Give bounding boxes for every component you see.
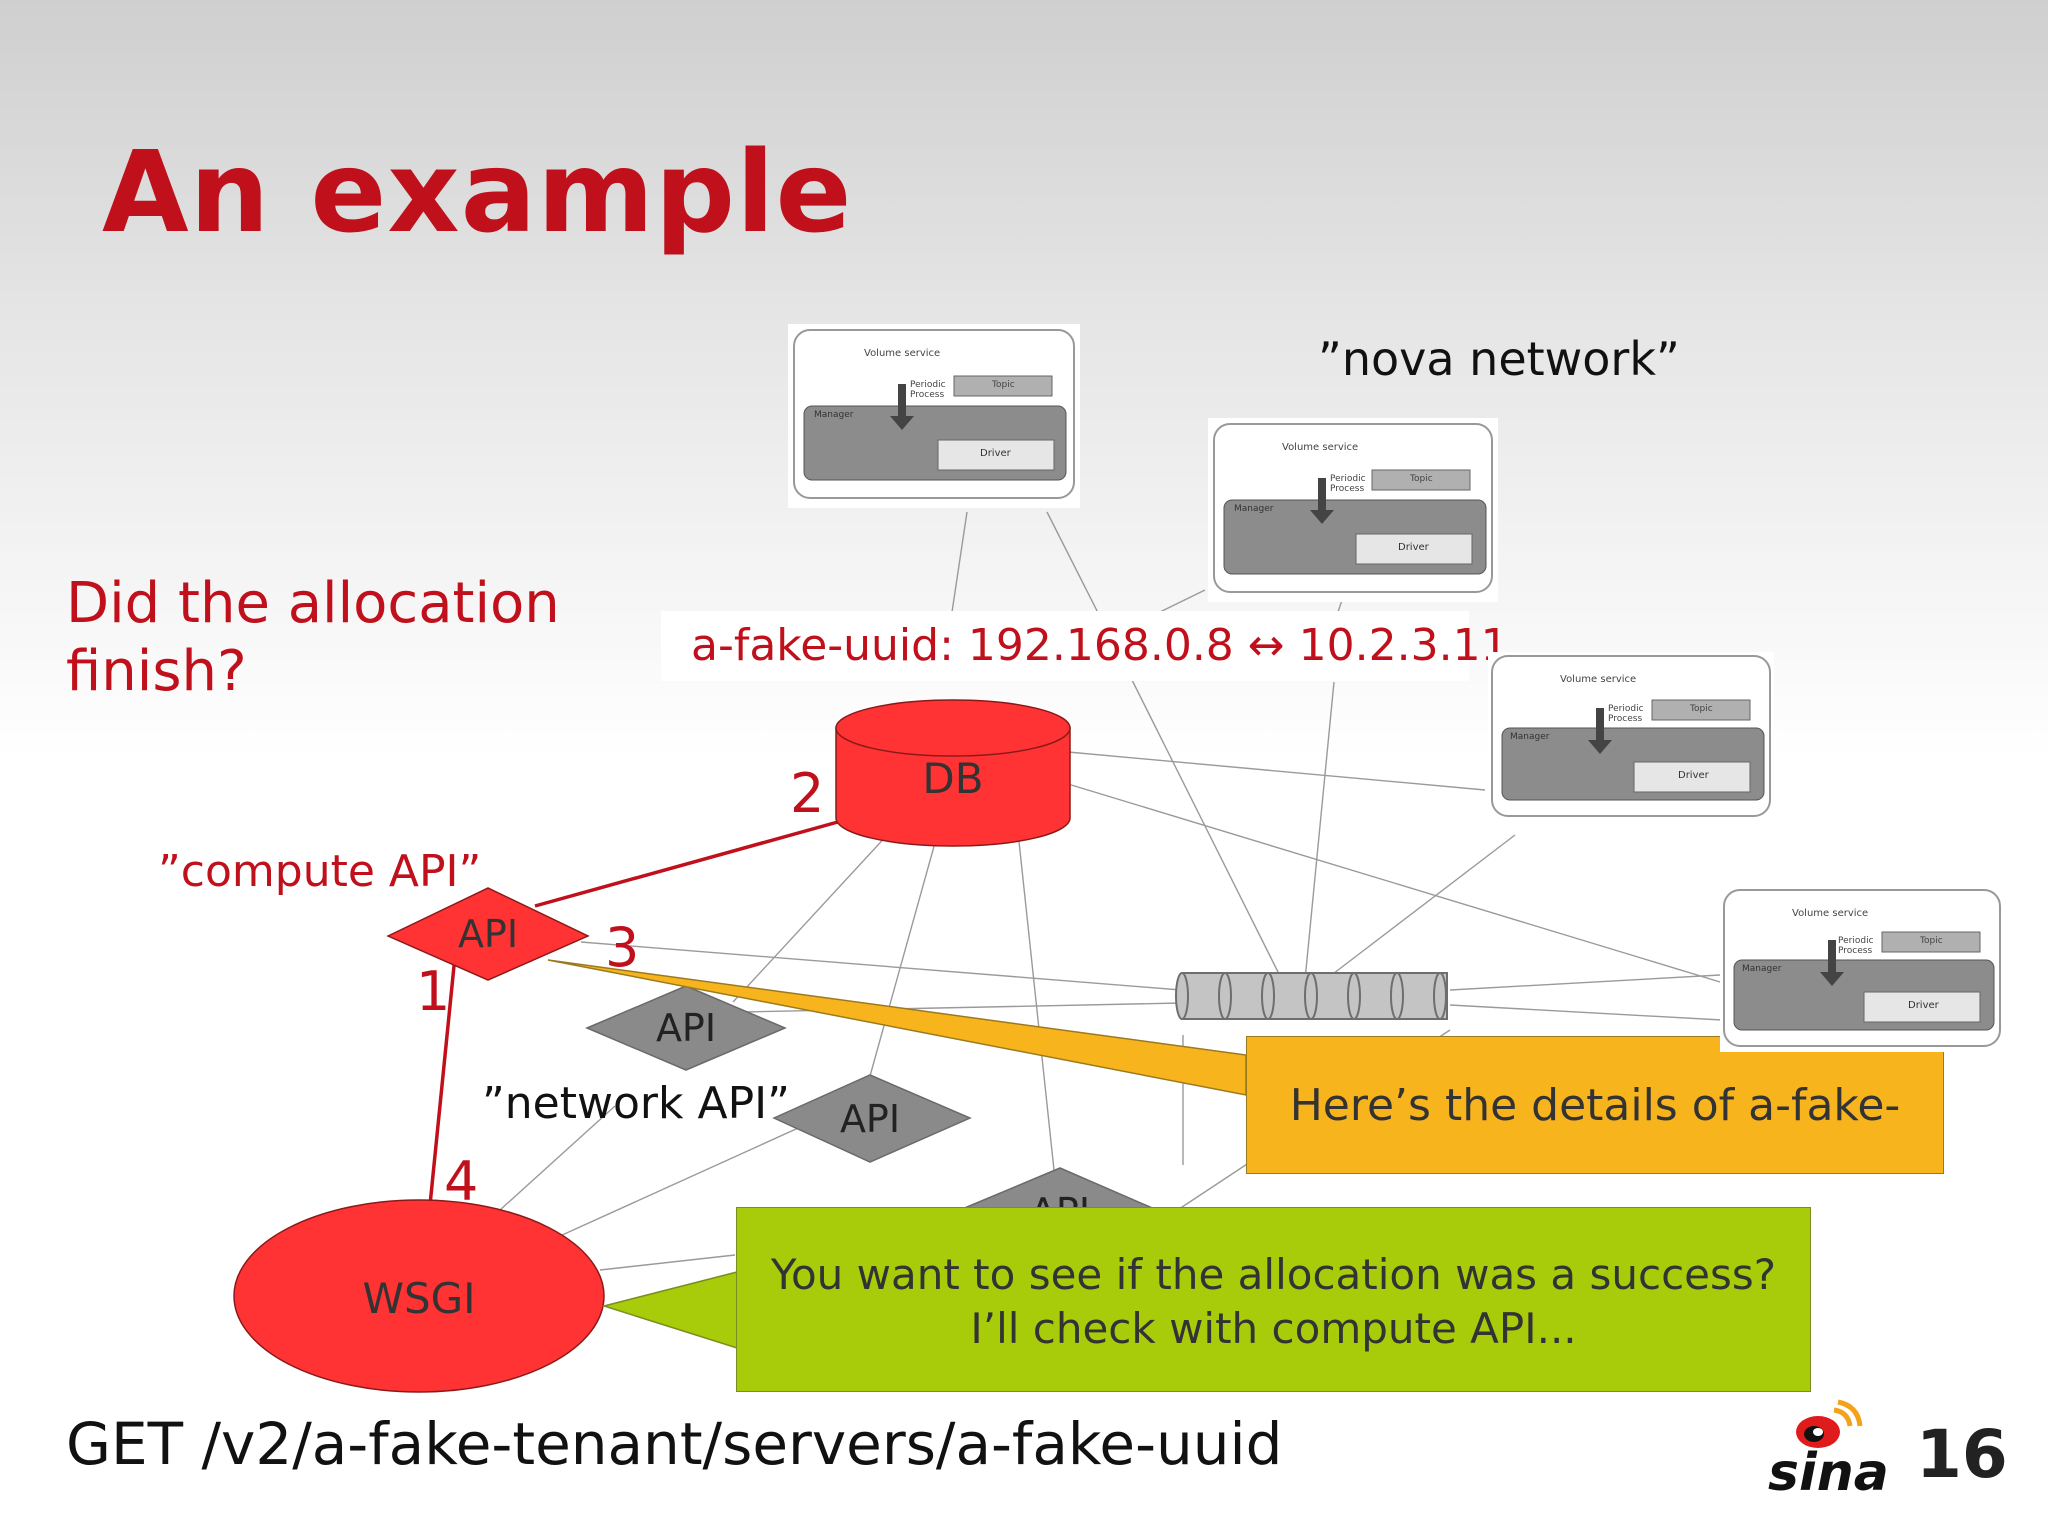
connector-line xyxy=(1449,1004,1723,1021)
question-text: Did the allocation finish? xyxy=(66,571,560,704)
slide-title: An example xyxy=(102,128,853,258)
service-box-3: Volume service Periodic Process Topic Ma… xyxy=(1488,652,1774,822)
queue-segment xyxy=(1175,972,1189,1020)
connector-line xyxy=(732,831,891,1003)
service-box-drawing xyxy=(1491,655,1771,817)
connector-line xyxy=(1067,783,1731,986)
compute-api-node-label: API xyxy=(457,912,519,956)
sina-logo: sina xyxy=(1768,1399,1889,1503)
service-box-drawing xyxy=(1723,889,2001,1047)
connector-line xyxy=(1159,589,1206,613)
service-box-1: Volume service Periodic Process Topic Ma… xyxy=(788,324,1080,508)
step-4: 4 xyxy=(444,1150,479,1213)
wsgi-label: WSGI xyxy=(362,1274,476,1323)
service-title: Volume service xyxy=(1560,674,1637,685)
db-node xyxy=(835,699,1071,847)
network-api-node-1-label: API xyxy=(655,1006,717,1050)
connector-line xyxy=(951,511,968,613)
manager-label: Manager xyxy=(1742,964,1782,974)
api-to-db-line xyxy=(534,818,846,908)
network-api-node-2-label: API xyxy=(839,1097,901,1141)
topic-label: Topic xyxy=(992,380,1015,390)
connector-line xyxy=(499,1105,616,1211)
periodic-label: Periodic Process xyxy=(1608,704,1644,724)
topic-label: Topic xyxy=(1690,704,1713,714)
driver-label: Driver xyxy=(1908,1000,1939,1011)
periodic-label: Periodic Process xyxy=(910,380,946,400)
connector-line xyxy=(1449,974,1721,991)
request-path xyxy=(428,818,846,1206)
queue-segment xyxy=(1304,972,1318,1020)
db-cylinder-body xyxy=(835,727,1071,847)
thin-connectors xyxy=(499,511,1731,1271)
connector-line xyxy=(1304,681,1335,981)
service-box-4: Volume service Periodic Process Topic Ma… xyxy=(1720,886,2004,1052)
queue-segment xyxy=(1433,972,1447,1020)
service-title: Volume service xyxy=(1282,442,1359,453)
connector-line xyxy=(869,831,939,1077)
wsgi-callout: You want to see if the allocation was a … xyxy=(736,1207,1811,1392)
network-api-node-2 xyxy=(772,1074,972,1163)
queue-segment xyxy=(1347,972,1361,1020)
driver-label: Driver xyxy=(1678,770,1709,781)
nova-network-label: ”nova network” xyxy=(1318,332,1680,386)
db-label: DB xyxy=(922,754,984,803)
queue-segment xyxy=(1218,972,1232,1020)
service-title: Volume service xyxy=(864,348,941,359)
service-box-2: Volume service Periodic Process Topic Ma… xyxy=(1208,418,1498,602)
network-api-label: ”network API” xyxy=(482,1078,790,1129)
service-title: Volume service xyxy=(1792,908,1869,919)
connector-line xyxy=(1131,679,1283,981)
http-request-line: GET /v2/a-fake-tenant/servers/a-fake-uui… xyxy=(66,1410,1283,1478)
step-1: 1 xyxy=(416,960,451,1023)
connector-line xyxy=(580,941,1182,991)
message-queue xyxy=(1175,972,1448,1020)
wsgi-node xyxy=(233,1199,605,1393)
step-3: 3 xyxy=(605,916,640,979)
driver-label: Driver xyxy=(1398,542,1429,553)
details-callout: Here’s the details of a-fake-uuid. xyxy=(1246,1036,1944,1269)
driver-label: Driver xyxy=(980,448,1011,459)
queue-segment xyxy=(1390,972,1404,1020)
topic-label: Topic xyxy=(1410,474,1433,484)
service-box-drawing xyxy=(793,329,1075,499)
manager-label: Manager xyxy=(814,410,854,420)
wsgi-callout-tail xyxy=(601,1271,738,1350)
weibo-eye-icon xyxy=(1796,1399,1863,1448)
connector-line xyxy=(1067,751,1486,791)
manager-label: Manager xyxy=(1234,504,1274,514)
topic-label: Topic xyxy=(1920,936,1943,946)
page-number: 16 xyxy=(1916,1416,2008,1493)
periodic-label: Periodic Process xyxy=(1838,936,1874,956)
compute-api-node xyxy=(386,887,590,981)
db-cylinder-top xyxy=(835,699,1071,757)
service-box-drawing xyxy=(1213,423,1493,593)
connector-line xyxy=(1017,831,1055,1171)
connector-line xyxy=(1324,834,1516,981)
connector-line xyxy=(599,1254,736,1271)
uuid-mapping-box: a-fake-uuid: 192.168.0.8 ↔ 10.2.3.11 xyxy=(661,611,1509,681)
queue-segment xyxy=(1261,972,1275,1020)
step-2: 2 xyxy=(790,762,825,825)
wsgi-to-api-line xyxy=(428,955,457,1206)
periodic-label: Periodic Process xyxy=(1330,474,1366,494)
connector-line xyxy=(1337,599,1343,613)
manager-label: Manager xyxy=(1510,732,1550,742)
network-api-node-1 xyxy=(585,985,787,1071)
logo-wordmark: sina xyxy=(1768,1443,1889,1503)
compute-api-label: ”compute API” xyxy=(158,846,482,897)
